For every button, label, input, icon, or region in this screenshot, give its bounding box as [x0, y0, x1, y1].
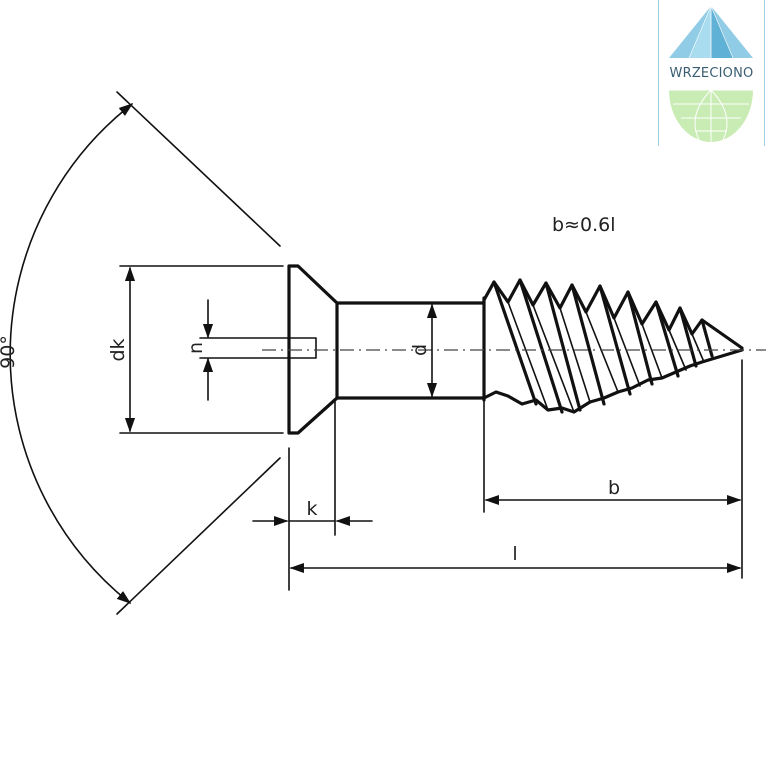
- logo-globe-icon: [669, 89, 753, 142]
- d-label: d: [409, 344, 431, 356]
- logo-pyramid-icon: [669, 5, 753, 59]
- angle-dimension-arc: [9, 103, 134, 604]
- thread-length-formula: b≈0.6l: [552, 214, 615, 236]
- k-label: k: [306, 498, 317, 520]
- n-label: n: [185, 342, 207, 354]
- head-slot: [288, 337, 317, 359]
- l-label: l: [512, 543, 517, 565]
- screw-shank: [335, 296, 486, 402]
- b-label: b: [608, 477, 620, 499]
- angle-label: 90°: [0, 335, 19, 369]
- logo-text: WRZECIONO: [669, 66, 754, 81]
- wrzeciono-logo: WRZECIONO: [658, 0, 765, 146]
- dk-label: dk: [107, 338, 129, 361]
- countersink-angle-line-lower: [116, 457, 281, 615]
- countersink-angle-line-upper: [116, 91, 281, 247]
- screw-thread: [482, 278, 744, 414]
